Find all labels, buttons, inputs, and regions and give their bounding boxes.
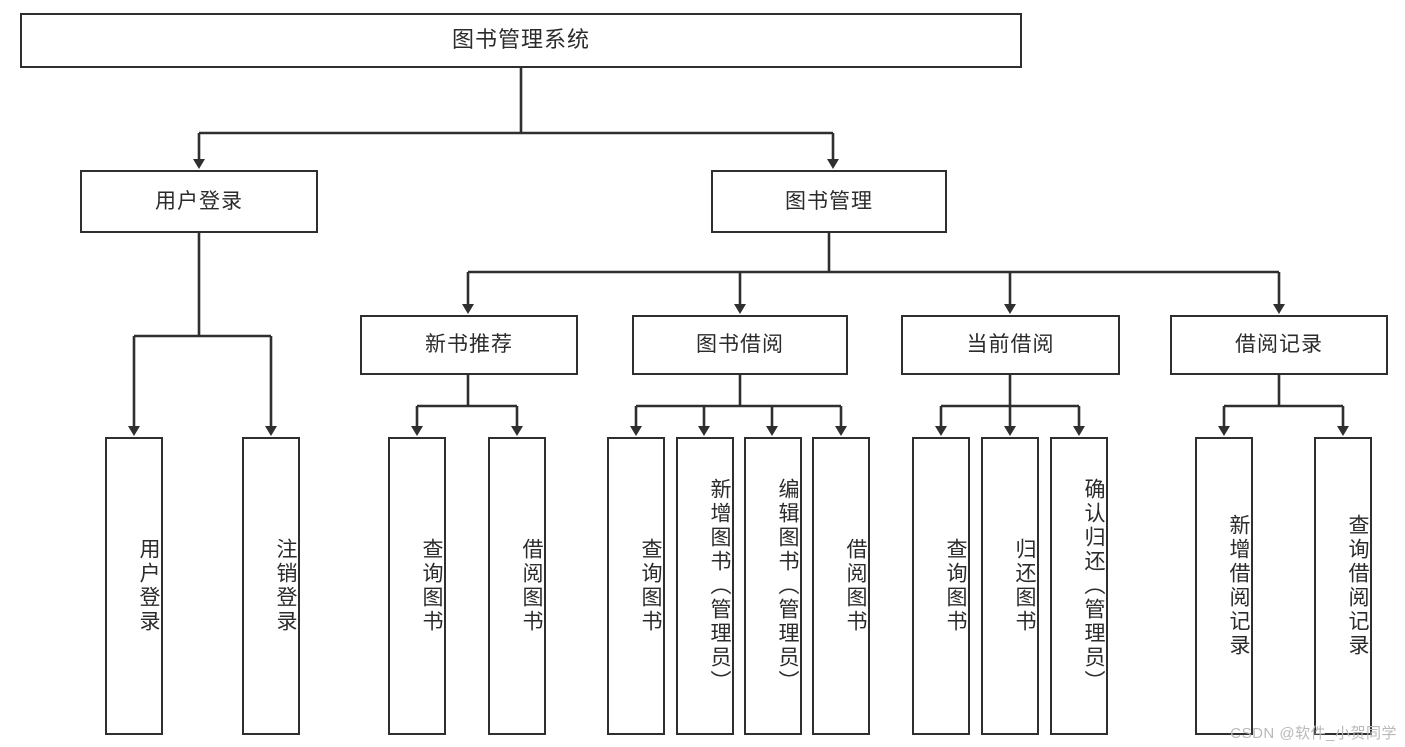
node-leaf-query-book-borrow[interactable]: 查询图书 (607, 437, 665, 735)
node-label: 借阅记录 (1235, 333, 1323, 357)
node-label: 当前借阅 (966, 333, 1055, 357)
node-leaf-confirm-return-admin[interactable]: 确认归还（管理员） (1050, 437, 1108, 735)
node-leaf-edit-book-admin[interactable]: 编辑图书（管理员） (744, 437, 802, 735)
node-leaf-query-book-recommend[interactable]: 查询图书 (388, 437, 446, 735)
node-label: 查询图书 (639, 538, 662, 634)
node-label: 注销登录 (274, 538, 297, 634)
node-label: 确认归还（管理员） (1082, 478, 1105, 694)
node-leaf-user-login[interactable]: 用户登录 (105, 437, 163, 735)
node-leaf-query-book-current[interactable]: 查询图书 (912, 437, 970, 735)
node-label: 查询图书 (944, 538, 967, 634)
node-leaf-logout[interactable]: 注销登录 (242, 437, 300, 735)
node-label: 借阅图书 (844, 538, 867, 634)
node-leaf-return-book[interactable]: 归还图书 (981, 437, 1039, 735)
node-leaf-add-book-admin[interactable]: 新增图书（管理员） (676, 437, 734, 735)
node-leaf-borrow-book[interactable]: 借阅图书 (812, 437, 870, 735)
node-label: 新增图书（管理员） (708, 478, 731, 694)
node-label: 新增借阅记录 (1227, 514, 1250, 658)
csdn-watermark: CSDN @软件_小贺同学 (1230, 725, 1397, 742)
node-label: 用户登录 (155, 189, 243, 213)
node-label: 查询借阅记录 (1346, 514, 1369, 658)
node-label: 编辑图书（管理员） (776, 478, 799, 694)
node-label: 图书借阅 (696, 333, 784, 357)
node-book-management[interactable]: 图书管理 (711, 170, 947, 233)
node-leaf-add-borrow-record[interactable]: 新增借阅记录 (1195, 437, 1253, 735)
node-borrow-record[interactable]: 借阅记录 (1170, 315, 1388, 375)
node-label: 用户登录 (137, 538, 160, 634)
node-book-borrow[interactable]: 图书借阅 (632, 315, 848, 375)
node-label: 新书推荐 (425, 333, 513, 357)
node-label: 图书管理 (785, 189, 873, 213)
node-label: 查询图书 (420, 538, 443, 634)
node-leaf-query-borrow-record[interactable]: 查询借阅记录 (1314, 437, 1372, 735)
node-user-login[interactable]: 用户登录 (80, 170, 318, 233)
node-label: 图书管理系统 (451, 27, 590, 53)
node-label: 借阅图书 (520, 538, 543, 634)
node-root-book-management-system[interactable]: 图书管理系统 (20, 13, 1022, 68)
node-leaf-borrow-book-recommend[interactable]: 借阅图书 (488, 437, 546, 735)
node-current-borrow[interactable]: 当前借阅 (901, 315, 1120, 375)
node-new-book-recommend[interactable]: 新书推荐 (360, 315, 578, 375)
node-label: 归还图书 (1013, 538, 1036, 634)
